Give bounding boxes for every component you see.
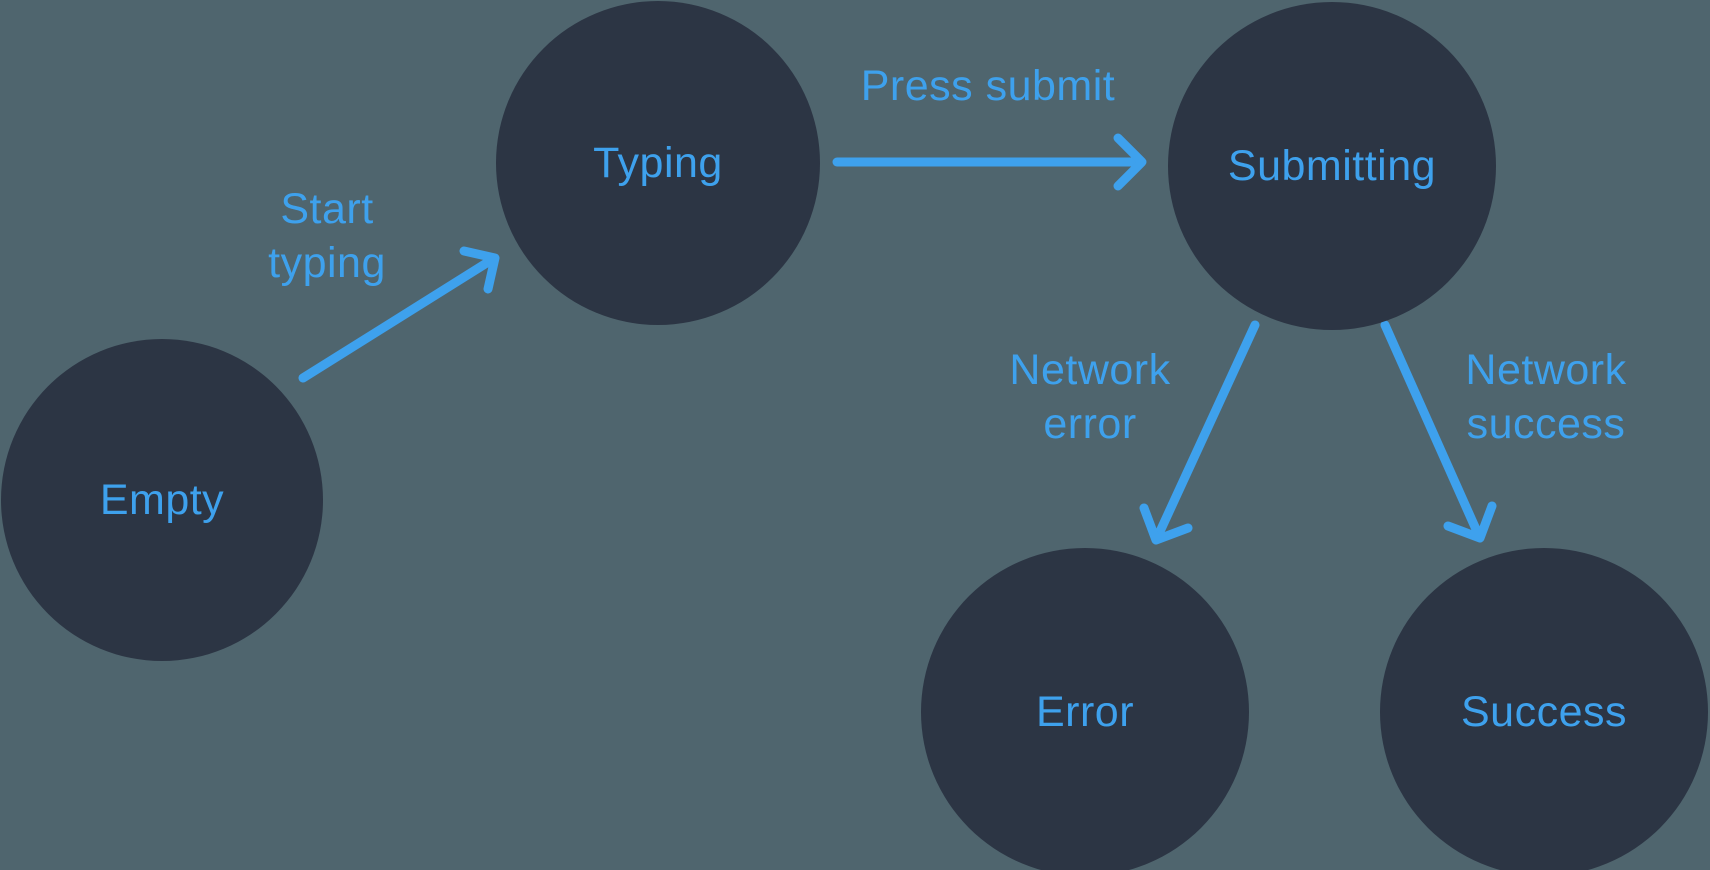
arrow-typing-to-submitting [832, 133, 1147, 191]
state-label-typing: Typing [593, 138, 723, 187]
state-node-error: Error [921, 548, 1249, 870]
state-node-typing: Typing [496, 1, 820, 325]
transition-label-network-success: Network success [1465, 346, 1627, 448]
state-label-success: Success [1460, 687, 1627, 736]
state-label-error: Error [1035, 687, 1135, 736]
arrow-head [1443, 501, 1497, 543]
arrow-head [1139, 503, 1193, 545]
arrow-head [1113, 133, 1147, 191]
state-node-success: Success [1380, 548, 1708, 870]
state-label-submitting: Submitting [1227, 141, 1437, 190]
state-node-submitting: Submitting [1168, 2, 1496, 330]
state-label-empty: Empty [99, 475, 225, 524]
arrow-head [459, 246, 500, 294]
arrow-shaft [1152, 320, 1260, 543]
state-node-empty: Empty [1, 339, 323, 661]
transition-label-start-typing: Start typing [268, 185, 386, 287]
transition-label-network-error: Network error [1009, 346, 1171, 448]
transition-label-press-submit: Press submit [860, 62, 1116, 110]
